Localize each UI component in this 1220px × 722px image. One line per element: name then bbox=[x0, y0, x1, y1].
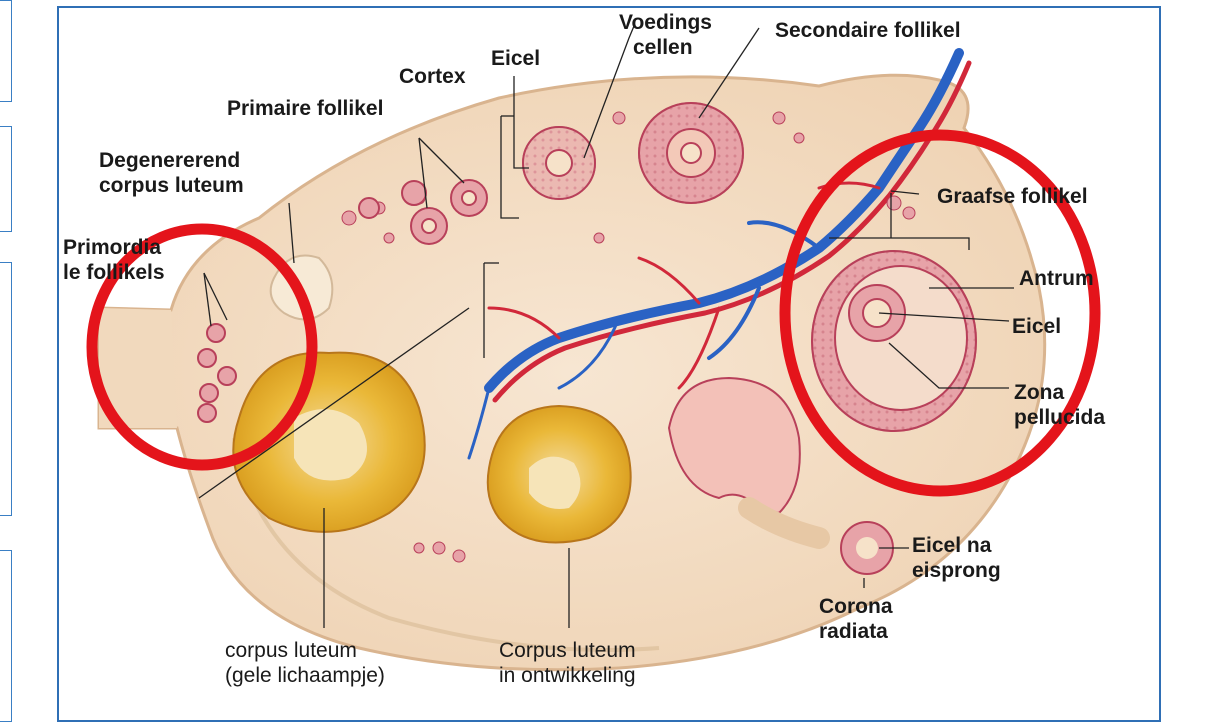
label-cortex: Cortex bbox=[399, 64, 466, 89]
graafian-follicle bbox=[812, 251, 976, 431]
label-primaire-follikel: Primaire follikel bbox=[227, 96, 383, 121]
developing-corpus-luteum bbox=[488, 406, 631, 543]
left-panel-edge-3 bbox=[0, 262, 12, 516]
ovary-diagram-frame: Voedings cellen Secondaire follikel Cort… bbox=[57, 6, 1161, 722]
label-voedingscellen: Voedings cellen bbox=[619, 10, 712, 60]
label-zona-pellucida: Zona pellucida bbox=[1014, 380, 1105, 430]
label-eicel-top: Eicel bbox=[491, 46, 540, 71]
label-corpus-luteum: corpus luteum (gele lichaampje) bbox=[225, 638, 385, 688]
label-corpus-luteum-in-ontwikkeling: Corpus luteum in ontwikkeling bbox=[499, 638, 636, 688]
label-graafse-follikel: Graafse follikel bbox=[937, 184, 1088, 209]
label-eicel-na-eisprong: Eicel na eisprong bbox=[912, 533, 1001, 583]
label-secondaire-follikel: Secondaire follikel bbox=[775, 18, 961, 43]
left-panel-edge-4 bbox=[0, 550, 12, 722]
label-eicel-right: Eicel bbox=[1012, 314, 1061, 339]
label-corona-radiata: Corona radiata bbox=[819, 594, 893, 644]
ovary-illustration bbox=[59, 8, 1159, 720]
label-antrum: Antrum bbox=[1019, 266, 1094, 291]
left-panel-edge-2 bbox=[0, 126, 12, 232]
label-degenererend-corpus-luteum: Degenererend corpus luteum bbox=[99, 148, 244, 198]
secondary-follicle bbox=[639, 103, 743, 203]
label-primordiale-follikels: Primordia le follikels bbox=[63, 235, 165, 285]
growing-follicle bbox=[523, 127, 595, 199]
left-panel-edge-1 bbox=[0, 0, 12, 102]
